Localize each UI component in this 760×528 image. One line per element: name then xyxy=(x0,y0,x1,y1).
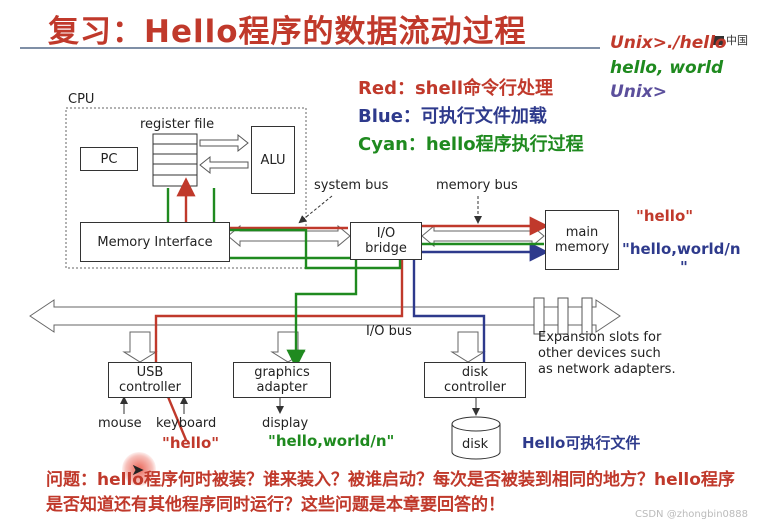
system-bus-label: system bus xyxy=(314,178,389,193)
disk-cylinder xyxy=(451,416,501,460)
console-command: Unix>./hello xyxy=(610,33,727,53)
register-alu-arrows xyxy=(199,133,249,175)
watermark: CSDN @zhongbin0888 xyxy=(635,509,748,520)
io-bridge-box: I/O bridge xyxy=(350,222,422,260)
usb-controller-box: USB controller xyxy=(108,362,192,398)
io-bridge-label-line2: bridge xyxy=(365,241,407,256)
keyboard-label: keyboard xyxy=(156,416,217,431)
hello-world-memory-annotation: "hello,world/n xyxy=(622,240,741,258)
expansion-text-line3: as network adapters. xyxy=(538,362,676,377)
graphics-adapter-label-line1: graphics xyxy=(254,365,310,380)
language-badge-label: 中国 xyxy=(726,34,748,47)
disk-controller-label-line1: disk xyxy=(461,365,489,380)
memory-bus xyxy=(421,224,545,248)
legend-red: Red：shell命令行处理 xyxy=(358,78,554,99)
badge-icon xyxy=(712,35,724,45)
hello-keyboard-annotation: "hello" xyxy=(162,434,220,452)
hello-world-memory-annotation-quote: " xyxy=(680,258,688,276)
disk-label: disk xyxy=(462,437,489,452)
memory-interface-label: Memory Interface xyxy=(97,234,213,250)
main-memory-box: main memory xyxy=(545,210,619,270)
hello-executable-annotation: Hello可执行文件 xyxy=(522,434,641,452)
graphics-adapter-label-line2: adapter xyxy=(256,380,308,395)
main-memory-label-line2: memory xyxy=(554,240,610,255)
system-bus-pointer xyxy=(298,195,333,224)
usb-controller-label-line2: controller xyxy=(118,380,182,395)
mouse-label: mouse xyxy=(98,416,142,431)
register-file-grid xyxy=(152,133,198,187)
main-memory-label-line1: main xyxy=(565,225,599,240)
mouse-cursor-icon: ➤ xyxy=(131,460,145,479)
disk-controller-box: disk controller xyxy=(424,362,526,398)
expansion-text-line2: other devices such xyxy=(538,346,661,361)
pc-label: PC xyxy=(100,151,118,167)
language-badge[interactable]: 中国 xyxy=(712,32,748,48)
console-prompt: Unix> xyxy=(610,82,667,102)
title-divider xyxy=(20,47,600,49)
expansion-slots xyxy=(533,297,593,335)
cursor-highlight xyxy=(122,452,156,486)
usb-controller-label-line1: USB xyxy=(136,365,164,380)
green-flow-path xyxy=(166,188,544,369)
io-bus-label: I/O bus xyxy=(366,324,412,339)
slide-title: 复习：Hello程序的数据流动过程 xyxy=(48,14,527,50)
disk-controller-label-line2: controller xyxy=(443,380,507,395)
memory-interface-box: Memory Interface xyxy=(80,222,230,262)
legend-cyan: Cyan：hello程序执行过程 xyxy=(358,134,584,155)
expansion-text-line1: Expansion slots for xyxy=(538,330,662,345)
memory-bus-label: memory bus xyxy=(436,178,518,193)
io-bus-drops xyxy=(122,331,486,363)
pc-box: PC xyxy=(80,147,138,171)
blue-flow-path xyxy=(412,242,549,362)
question-text: 问题：hello程序何时被装？谁来装入？被谁启动？每次是否被装到相同的地方？he… xyxy=(46,470,735,515)
cpu-boundary xyxy=(65,107,307,269)
hello-memory-annotation: "hello" xyxy=(636,207,694,225)
expansion-slots-label: Expansion slots for other devices such a… xyxy=(538,330,676,378)
display-label: display xyxy=(262,416,309,431)
graphics-adapter-box: graphics adapter xyxy=(233,362,331,398)
register-file-label: register file xyxy=(140,117,215,132)
alu-label: ALU xyxy=(260,152,286,168)
cpu-label: CPU xyxy=(68,92,95,107)
io-bridge-label-line1: I/O xyxy=(376,226,396,241)
hello-world-display-annotation: "hello,world/n" xyxy=(268,432,395,450)
alu-box: ALU xyxy=(251,126,295,194)
legend-blue: Blue：可执行文件加载 xyxy=(358,106,547,127)
console-output: hello, world xyxy=(610,58,724,78)
